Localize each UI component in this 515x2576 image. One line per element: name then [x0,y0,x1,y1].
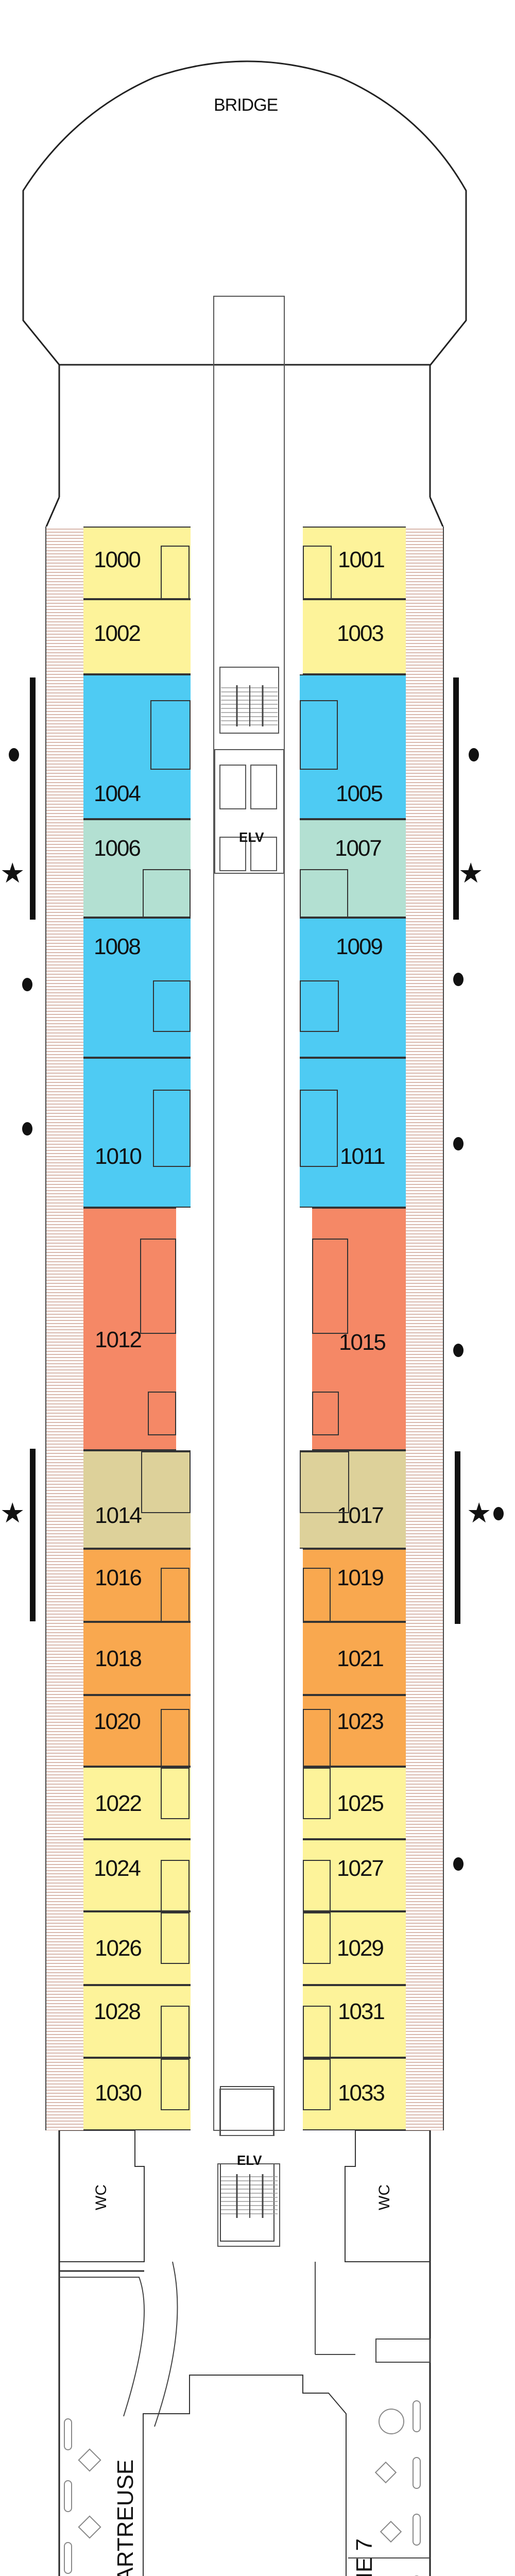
cabin-1028[interactable]: 1028 [83,1985,191,2059]
cabin-1030[interactable]: 1030 [83,2058,191,2130]
cabin-1017[interactable]: 1017 [300,1450,406,1549]
cabin-1009[interactable]: 1009 [300,918,406,1058]
cabin-1026[interactable]: 1026 [83,1911,191,1985]
cabin-1012[interactable]: 1012 [83,1208,176,1450]
star-icon: ★ [458,858,484,889]
dot-icon [453,973,464,986]
dot-icon [22,978,32,991]
cabin-1004[interactable]: 1004 [83,674,191,819]
star-icon: ★ [467,1498,492,1529]
cabin-1024[interactable]: 1024 [83,1839,191,1912]
cabin-1025[interactable]: 1025 [303,1767,406,1839]
cabin-1020[interactable]: 1020 [83,1695,191,1767]
forward-stairs-elevator [214,667,284,874]
starboard-bracket-upper [453,677,459,920]
dot-icon [469,748,479,761]
elevator-aft-label: ELV [237,2153,262,2168]
starboard-balcony [405,527,444,2130]
dot-icon [9,748,19,761]
wc-starboard-label: WC [375,2184,393,2210]
cabin-1007[interactable]: 1007 [300,819,406,919]
port-balcony [45,527,84,2130]
cabin-1023[interactable]: 1023 [303,1695,406,1767]
cabin-1015[interactable]: 1015 [312,1208,406,1450]
cabin-1010[interactable]: 1010 [83,1058,191,1208]
elevator-fwd-label: ELV [239,829,264,845]
cabin-1027[interactable]: 1027 [303,1839,406,1912]
cabin-1029[interactable]: 1029 [303,1911,406,1985]
cabin-1002[interactable]: 1002 [83,599,191,674]
star-icon: ★ [0,1498,25,1529]
cabin-1016[interactable]: 1016 [83,1549,191,1622]
starboard-bracket-lower [455,1451,460,1624]
cabin-1000[interactable]: 1000 [83,527,191,618]
port-bracket-lower [30,1449,36,1621]
cabin-1005[interactable]: 1005 [300,674,406,819]
cabin-1008[interactable]: 1008 [83,918,191,1058]
cabin-1006[interactable]: 1006 [83,819,191,919]
wc-port-label: WC [92,2184,110,2210]
cabin-1019[interactable]: 1019 [303,1549,406,1622]
dining-furniture [64,2400,421,2576]
dot-icon [22,1122,32,1136]
cabin-1011[interactable]: 1011 [300,1058,406,1208]
cabin-1031[interactable]: 1031 [303,1985,406,2059]
cabin-1003[interactable]: 1003 [303,599,406,674]
cabin-1022[interactable]: 1022 [83,1767,191,1839]
cabin-1001[interactable]: 1001 [303,527,406,618]
dot-icon [453,1137,464,1150]
cabin-1018[interactable]: 1018 [83,1622,191,1695]
cabin-1033[interactable]: 1033 [303,2058,406,2130]
cabin-1014[interactable]: 1014 [83,1450,191,1549]
dot-icon [453,1344,464,1357]
dot-icon [453,1857,464,1871]
aft-stairs-elevator [217,2089,280,2247]
port-bracket-upper [30,677,36,920]
bridge-label: BRIDGE [214,95,278,115]
cabin-1021[interactable]: 1021 [303,1622,406,1695]
dot-icon [493,1507,504,1520]
star-icon: ★ [0,858,25,889]
